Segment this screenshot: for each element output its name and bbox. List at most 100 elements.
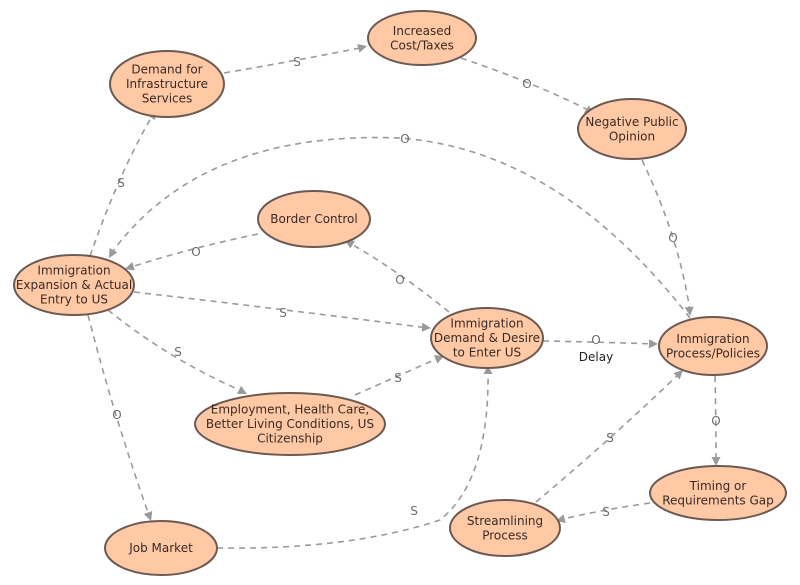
node-label-line: Increased [393, 24, 451, 38]
edge-job-to-demand [216, 365, 493, 549]
edge-line [216, 367, 489, 549]
edge-expansion-to-employment [107, 309, 247, 394]
edge-line [714, 375, 717, 464]
node-label-line: Employment, Health Care, [211, 403, 370, 417]
node-ellipse [194, 392, 386, 456]
node-ellipse [449, 499, 561, 557]
edge-layer [87, 44, 721, 549]
node-employment[interactable]: Employment, Health Care,Better Living Co… [194, 392, 386, 456]
arrowhead-icon [421, 322, 431, 332]
edge-border-to-expansion [125, 233, 259, 271]
edge-demand-to-cost [223, 44, 367, 74]
edge-expansion-to-job [87, 314, 153, 521]
node-label-line: Cost/Taxes [390, 38, 454, 52]
edge-polarity-label: O [522, 77, 531, 91]
edge-line [107, 309, 245, 393]
edge-process-to-expansion [109, 136, 691, 319]
edge-expansion-to-demand [133, 291, 431, 332]
edge-streamlining-to-process [535, 370, 683, 503]
node-label-line: Citizenship [257, 432, 323, 446]
edge-polarity-label: S [606, 431, 614, 445]
edge-line [347, 241, 450, 313]
edge-polarity-label: O [668, 231, 677, 245]
edge-line [558, 502, 651, 521]
edge-polarity-label: O [711, 414, 720, 428]
node-job-market[interactable]: Job Market [104, 520, 218, 576]
node-ellipse [109, 50, 225, 118]
edge-process-to-timing [711, 375, 721, 466]
edge-polarity-label: S [293, 55, 301, 69]
edge-demand-to-process [542, 339, 658, 349]
node-ellipse [104, 520, 218, 576]
edge-line [535, 371, 682, 503]
node-label-line: Process/Policies [666, 346, 760, 360]
delay-label: Delay [579, 350, 613, 364]
node-border-control[interactable]: Border Control [257, 190, 371, 248]
node-label-line: Better Living Conditions, US [206, 417, 374, 431]
node-label-line: Immigration [37, 264, 110, 278]
arrowhead-icon [236, 385, 247, 394]
node-ellipse [658, 316, 768, 376]
arrowhead-icon [673, 370, 683, 380]
node-label-line: Immigration [450, 317, 523, 331]
node-label-line: Opinion [609, 129, 655, 143]
arrowhead-icon [648, 339, 658, 349]
edge-polarity-label: S [279, 306, 287, 320]
node-label-line: Border Control [270, 212, 357, 226]
node-ellipse [577, 98, 687, 160]
node-label-line: Entry to US [40, 293, 108, 307]
edge-polarity-label: S [410, 504, 418, 518]
arrowhead-icon [483, 365, 493, 375]
edge-employment-to-demand [354, 355, 444, 396]
node-label-line: Demand & Desire [434, 331, 540, 345]
edge-line [109, 136, 691, 319]
edge-polarity-label: O [112, 408, 121, 422]
edge-line [354, 356, 442, 396]
node-label-line: Job Market [128, 541, 193, 555]
node-label-line: Negative Public [585, 115, 678, 129]
node-label-line: Timing or [689, 479, 747, 493]
node-label-line: Process [482, 528, 528, 542]
edge-polarity-label: O [191, 245, 200, 259]
edge-line [127, 233, 259, 269]
arrowhead-icon [711, 456, 721, 466]
node-label-line: Immigration [676, 332, 749, 346]
edge-polarity-label: O [395, 273, 404, 287]
node-label-line: Requirements Gap [662, 493, 774, 507]
arrowhead-icon [433, 355, 444, 364]
edge-polarity-label: O [591, 333, 600, 347]
node-ellipse [430, 307, 544, 369]
edge-line [542, 340, 656, 345]
node-ellipse [367, 10, 477, 66]
edge-line [87, 314, 151, 519]
node-label-line: Streamlining [467, 514, 543, 528]
arrowhead-icon [357, 44, 367, 53]
edge-line [460, 57, 593, 113]
arrowhead-icon [125, 261, 135, 271]
node-label-line: Infrastructure [126, 77, 208, 91]
edge-polarity-label: S [394, 371, 402, 385]
edge-opinion-to-process [641, 159, 694, 316]
node-label-line: Demand for [131, 63, 202, 77]
arrowhead-icon [143, 511, 153, 521]
arrowhead-icon [684, 306, 694, 316]
edge-polarity-label: S [602, 505, 610, 519]
arrowhead-icon [109, 247, 118, 258]
node-ellipse [13, 254, 135, 316]
edge-polarity-label: S [117, 176, 125, 190]
node-label-line: Expansion & Actual [16, 278, 132, 292]
node-label-line: Services [142, 92, 193, 106]
node-label-line: to Enter US [453, 346, 521, 360]
